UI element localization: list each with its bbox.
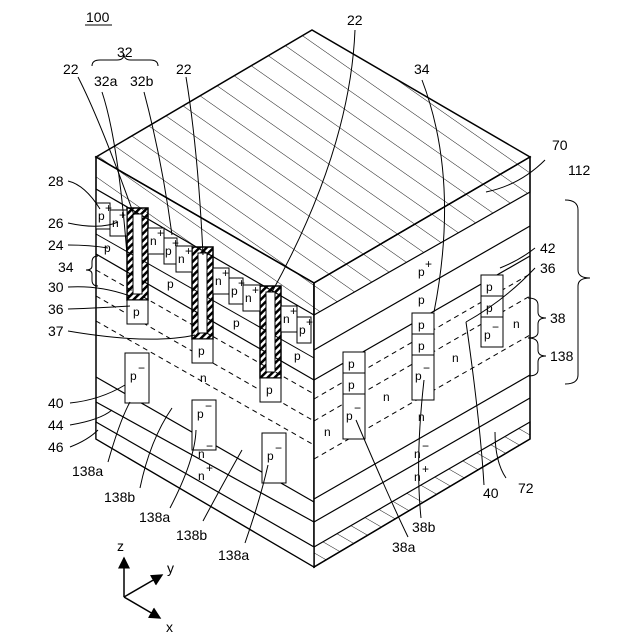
svg-text:40: 40 xyxy=(483,485,499,501)
svg-text:p: p xyxy=(418,265,425,279)
svg-text:138b: 138b xyxy=(104,489,135,505)
svg-text:42: 42 xyxy=(540,240,556,256)
figure-number: 100 xyxy=(86,9,110,25)
svg-text:n: n xyxy=(150,234,157,248)
svg-text:−: − xyxy=(492,320,499,334)
svg-text:p: p xyxy=(130,369,137,383)
svg-text:+: + xyxy=(422,462,429,476)
svg-text:32b: 32b xyxy=(130,73,154,89)
axis-z-label: z xyxy=(117,538,124,554)
svg-text:n: n xyxy=(200,371,207,385)
svg-text:+: + xyxy=(222,266,229,280)
svg-text:+: + xyxy=(238,276,245,290)
svg-text:p: p xyxy=(133,305,140,319)
svg-text:30: 30 xyxy=(48,279,64,295)
axis-y-label: y xyxy=(167,560,174,576)
svg-text:p: p xyxy=(165,244,172,258)
svg-text:n: n xyxy=(283,312,290,326)
svg-text:−: − xyxy=(354,401,361,415)
svg-text:22: 22 xyxy=(176,61,192,77)
svg-text:n: n xyxy=(452,351,459,365)
svg-text:p: p xyxy=(486,301,493,315)
svg-text:38a: 38a xyxy=(392,539,416,555)
svg-text:p: p xyxy=(418,293,425,307)
svg-text:n: n xyxy=(215,274,222,288)
svg-text:+: + xyxy=(425,257,432,271)
svg-text:138a: 138a xyxy=(72,463,103,479)
trench-gate-2 xyxy=(192,247,213,339)
svg-text:38b: 38b xyxy=(412,519,436,535)
svg-text:p: p xyxy=(233,316,240,330)
svg-text:+: + xyxy=(306,315,313,329)
svg-text:p: p xyxy=(98,209,105,223)
svg-text:−: − xyxy=(205,399,212,413)
svg-text:32: 32 xyxy=(117,44,133,60)
svg-text:36: 36 xyxy=(48,301,64,317)
svg-text:22: 22 xyxy=(347,12,363,28)
svg-text:+: + xyxy=(172,236,179,250)
svg-text:n: n xyxy=(324,425,331,439)
svg-text:138: 138 xyxy=(550,348,574,364)
svg-text:138a: 138a xyxy=(139,509,170,525)
svg-text:46: 46 xyxy=(48,439,64,455)
svg-text:32a: 32a xyxy=(94,73,118,89)
svg-text:34: 34 xyxy=(414,61,430,77)
svg-text:−: − xyxy=(206,439,213,453)
svg-text:+: + xyxy=(185,244,192,258)
svg-text:−: − xyxy=(138,361,145,375)
svg-text:−: − xyxy=(423,361,430,375)
svg-text:n: n xyxy=(198,469,205,483)
svg-text:112: 112 xyxy=(568,162,591,178)
svg-text:p: p xyxy=(348,378,355,392)
svg-text:n: n xyxy=(414,470,421,484)
svg-text:p: p xyxy=(484,328,491,342)
svg-text:26: 26 xyxy=(48,215,64,231)
svg-text:p: p xyxy=(231,284,238,298)
svg-text:34: 34 xyxy=(58,259,74,275)
svg-text:−: − xyxy=(422,439,429,453)
svg-text:37: 37 xyxy=(48,323,64,339)
svg-text:n: n xyxy=(513,317,520,331)
svg-text:70: 70 xyxy=(552,137,568,153)
trench-gate-1 xyxy=(127,208,148,300)
svg-text:p: p xyxy=(266,383,273,397)
svg-text:138a: 138a xyxy=(218,547,249,563)
svg-text:n: n xyxy=(414,447,421,461)
svg-text:22: 22 xyxy=(63,61,79,77)
svg-text:n: n xyxy=(383,390,390,404)
svg-text:+: + xyxy=(252,283,259,297)
svg-text:n: n xyxy=(198,447,205,461)
svg-text:n: n xyxy=(245,291,252,305)
svg-text:+: + xyxy=(157,226,164,240)
svg-text:+: + xyxy=(290,304,297,318)
svg-text:24: 24 xyxy=(48,237,64,253)
svg-text:p: p xyxy=(486,280,493,294)
svg-text:28: 28 xyxy=(48,173,64,189)
svg-text:n: n xyxy=(178,252,185,266)
svg-text:p: p xyxy=(415,369,422,383)
svg-text:p: p xyxy=(267,449,274,463)
svg-text:p: p xyxy=(348,357,355,371)
svg-text:36: 36 xyxy=(540,260,556,276)
svg-text:p: p xyxy=(197,407,204,421)
svg-text:38: 38 xyxy=(550,310,566,326)
trench-gate-3 xyxy=(260,286,281,378)
svg-text:p: p xyxy=(167,277,174,291)
svg-text:+: + xyxy=(206,461,213,475)
svg-text:40: 40 xyxy=(48,395,64,411)
svg-text:p: p xyxy=(346,409,353,423)
axis-x-label: x xyxy=(166,619,173,635)
svg-text:44: 44 xyxy=(48,417,64,433)
svg-text:p: p xyxy=(294,349,301,363)
svg-text:+: + xyxy=(105,201,112,215)
svg-text:p: p xyxy=(198,344,205,358)
svg-text:72: 72 xyxy=(518,480,534,496)
svg-text:−: − xyxy=(275,441,282,455)
svg-text:138b: 138b xyxy=(176,527,207,543)
coordinate-axes xyxy=(124,558,162,618)
svg-text:p: p xyxy=(418,318,425,332)
svg-text:p: p xyxy=(418,339,425,353)
svg-text:p: p xyxy=(299,323,306,337)
